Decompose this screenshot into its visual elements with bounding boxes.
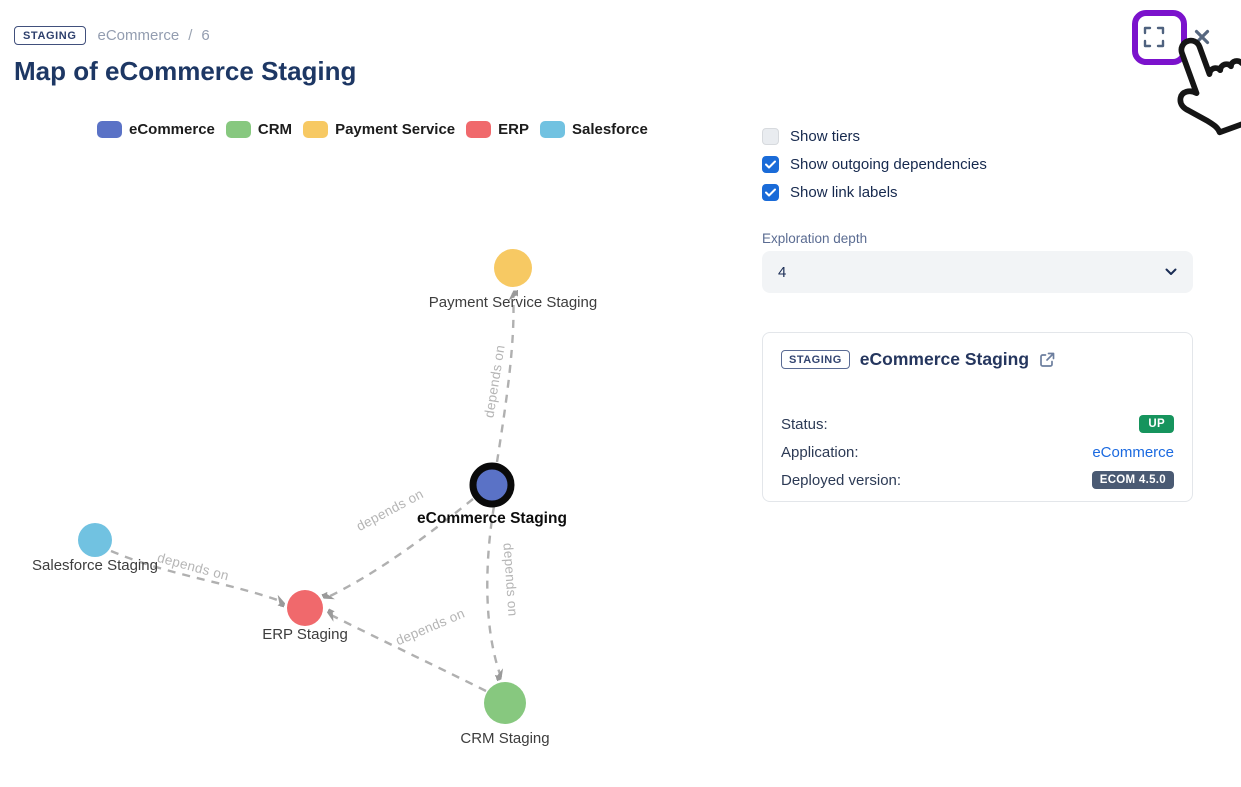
legend-item: Salesforce bbox=[539, 121, 648, 138]
legend-swatch bbox=[303, 121, 329, 138]
edge-label: depends on bbox=[354, 486, 426, 534]
check-icon bbox=[765, 160, 776, 168]
deployed-version-row: Deployed version: ECOM 4.5.0 bbox=[781, 466, 1174, 494]
deployed-version-label: Deployed version: bbox=[781, 471, 902, 489]
check-icon bbox=[765, 188, 776, 196]
exploration-depth-value: 4 bbox=[778, 263, 787, 281]
legend: eCommerce CRM Payment Service ERP Salesf… bbox=[97, 121, 648, 138]
card-title: eCommerce Staging bbox=[859, 349, 1030, 369]
legend-item: CRM bbox=[225, 121, 293, 138]
checkbox-label: Show link labels bbox=[790, 183, 898, 201]
exploration-depth-select[interactable]: 4 bbox=[762, 251, 1193, 293]
show-tiers-checkbox[interactable] bbox=[762, 127, 779, 145]
node-erp-staging[interactable] bbox=[287, 590, 323, 626]
checkbox-label: Show tiers bbox=[790, 127, 861, 145]
breadcrumb-separator: / bbox=[188, 27, 193, 44]
legend-item: ERP bbox=[466, 121, 529, 138]
settings-panel: Show tiers Show outgoing dependencies Sh… bbox=[762, 122, 1193, 502]
breadcrumb-app[interactable]: eCommerce bbox=[97, 27, 180, 44]
edge-ecommerce-payment bbox=[495, 293, 514, 463]
fullscreen-icon bbox=[1143, 26, 1165, 48]
node-payment-service-staging[interactable] bbox=[494, 249, 532, 287]
node-label-selected: eCommerce Staging bbox=[417, 510, 567, 527]
status-badge: UP bbox=[1139, 415, 1174, 433]
dependency-graph: depends on depends on depends on depends… bbox=[32, 249, 597, 747]
exploration-depth-label: Exploration depth bbox=[762, 231, 868, 246]
node-ecommerce-staging[interactable] bbox=[469, 462, 515, 508]
legend-swatch bbox=[97, 121, 122, 138]
legend-swatch bbox=[466, 121, 492, 138]
edge-salesforce-erp bbox=[110, 549, 283, 602]
node-crm-staging[interactable] bbox=[484, 682, 526, 724]
close-button[interactable] bbox=[1187, 22, 1217, 52]
application-label: Application: bbox=[781, 443, 859, 461]
node-label: ERP Staging bbox=[262, 626, 348, 643]
fullscreen-button[interactable] bbox=[1139, 22, 1169, 52]
edge-label: depends on bbox=[156, 550, 231, 584]
close-icon bbox=[1194, 29, 1210, 45]
application-link[interactable]: eCommerce bbox=[1092, 443, 1174, 461]
show-link-labels-checkbox[interactable] bbox=[762, 183, 779, 201]
edge-ecommerce-erp bbox=[326, 498, 474, 598]
legend-item: eCommerce bbox=[97, 121, 215, 138]
status-label: Status: bbox=[781, 415, 828, 433]
env-badge-staging: STAGING bbox=[14, 26, 86, 45]
chevron-down-icon bbox=[1165, 268, 1177, 275]
node-label: CRM Staging bbox=[460, 730, 549, 747]
edge-label: depends on bbox=[393, 606, 467, 649]
page-title: Map of eCommerce Staging bbox=[14, 56, 357, 86]
legend-label: Payment Service bbox=[335, 121, 456, 138]
checkbox-row-show-tiers[interactable]: Show tiers bbox=[762, 122, 1193, 150]
service-details-card: STAGING eCommerce Staging Status: UP App… bbox=[762, 332, 1193, 502]
breadcrumb-count: 6 bbox=[201, 27, 210, 44]
card-env-badge: STAGING bbox=[781, 350, 850, 369]
version-badge: ECOM 4.5.0 bbox=[1091, 471, 1174, 489]
checkbox-label: Show outgoing dependencies bbox=[790, 155, 987, 173]
breadcrumb: STAGING eCommerce / 6 bbox=[14, 26, 210, 45]
legend-swatch bbox=[225, 121, 251, 138]
legend-swatch bbox=[539, 121, 565, 138]
legend-label: ERP bbox=[498, 121, 529, 138]
edge-crm-erp bbox=[329, 614, 487, 693]
status-row: Status: UP bbox=[781, 410, 1174, 438]
edge-ecommerce-crm bbox=[486, 505, 501, 677]
application-row: Application: eCommerce bbox=[781, 438, 1174, 466]
edge-label: depends on bbox=[500, 542, 520, 616]
edge-label: depends on bbox=[481, 344, 507, 419]
external-link-icon[interactable] bbox=[1039, 352, 1055, 368]
legend-label: Salesforce bbox=[571, 121, 648, 138]
legend-label: CRM bbox=[257, 121, 293, 138]
node-salesforce-staging[interactable] bbox=[78, 523, 112, 557]
legend-item: Payment Service bbox=[303, 121, 455, 138]
show-outgoing-dependencies-checkbox[interactable] bbox=[762, 155, 779, 173]
checkbox-row-show-link-labels[interactable]: Show link labels bbox=[762, 178, 1193, 206]
legend-label: eCommerce bbox=[129, 121, 215, 138]
checkbox-row-show-outgoing-dependencies[interactable]: Show outgoing dependencies bbox=[762, 150, 1193, 178]
node-label: Payment Service Staging bbox=[429, 294, 597, 311]
node-label: Salesforce Staging bbox=[32, 557, 158, 574]
